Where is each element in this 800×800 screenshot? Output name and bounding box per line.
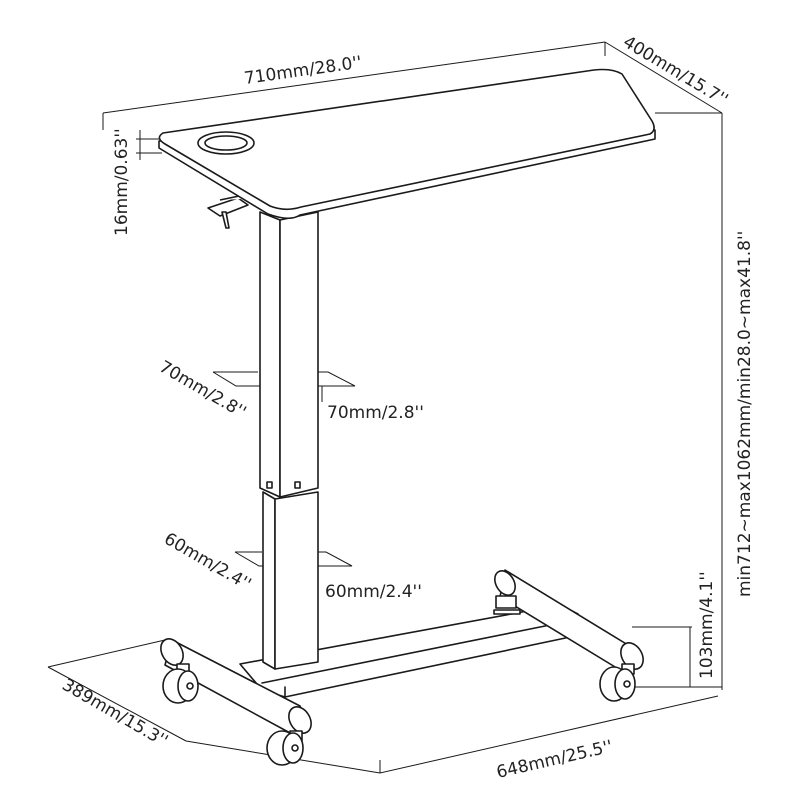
top-width-label: 710mm/28.0'' <box>243 53 363 89</box>
base-frame <box>160 569 644 735</box>
height-range-label: min712~max1062mm/min28.0~max41.8'' <box>735 231 755 597</box>
caster-back-right <box>599 663 636 702</box>
caster-height-label: 103mm/4.1'' <box>697 571 717 679</box>
top-thickness-label: 16mm/0.63'' <box>112 128 132 236</box>
base-width-label: 648mm/25.5'' <box>495 737 615 783</box>
caster-back-left <box>493 595 521 615</box>
outer-column-side-a-label: 70mm/2.8'' <box>156 357 250 423</box>
column <box>259 211 319 670</box>
inner-column-side-b-label: 60mm/2.4'' <box>325 582 422 602</box>
caster-front-left <box>162 663 199 704</box>
desk-top <box>158 68 656 220</box>
caster-front-right <box>266 730 304 766</box>
base-depth-label: 389mm/15.3'' <box>59 675 172 752</box>
inner-column-side-a-label: 60mm/2.4'' <box>161 529 255 595</box>
outer-column-side-b-label: 70mm/2.8'' <box>327 403 424 423</box>
